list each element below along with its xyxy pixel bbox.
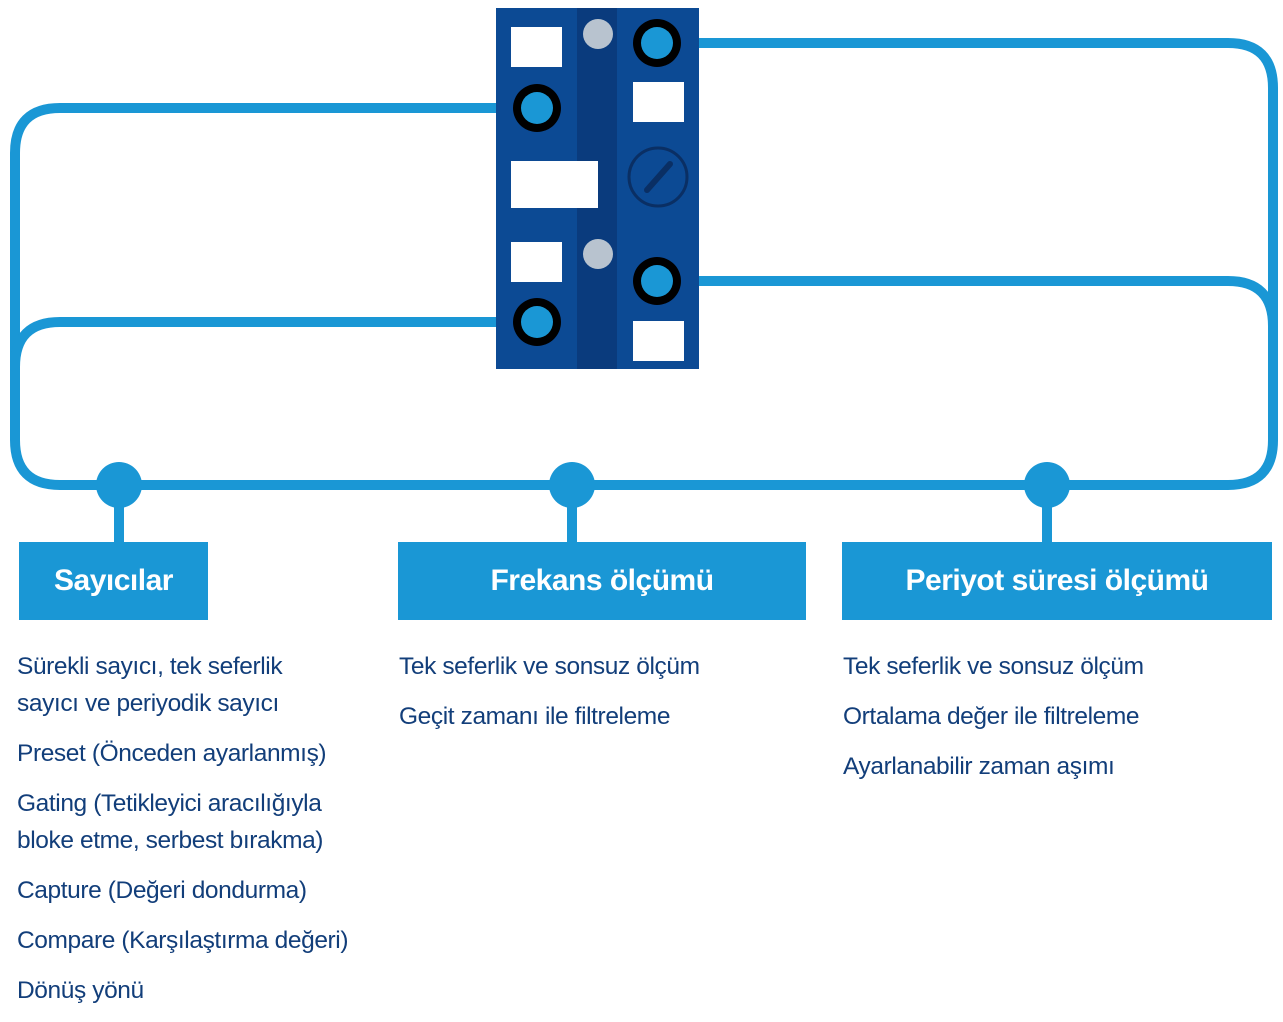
feature-list-periyot: Tek seferlik ve sonsuz ölçüm Ortalama de… — [843, 648, 1263, 798]
feature-list-frekans: Tek seferlik ve sonsuz ölçüm Geçit zaman… — [399, 648, 819, 748]
junction-node-periyot — [1024, 462, 1070, 508]
feature-item: Compare (Karşılaştırma değeri) — [17, 927, 349, 954]
status-led-bottom-icon — [583, 239, 613, 269]
feature-item: Tek seferlik ve sonsuz ölçüm — [399, 653, 700, 680]
feature-item: Ortalama değer ile filtreleme — [843, 703, 1140, 730]
feature-item: Gating (Tetikleyici aracılığıyla bloke e… — [17, 790, 324, 854]
label-plate — [511, 161, 598, 208]
connector-in-2[interactable] — [513, 298, 561, 346]
label-plate — [633, 82, 684, 122]
feature-item: Capture (Değeri dondurma) — [17, 877, 307, 904]
connector-out-1[interactable] — [633, 19, 681, 67]
label-plate — [511, 27, 562, 67]
label-plate — [633, 321, 684, 361]
feature-item: Preset (Önceden ayarlanmış) — [17, 740, 327, 767]
feature-item: Sürekli sayıcı, tek seferlik sayıcı ve p… — [17, 653, 283, 717]
wire-left-inner — [10, 317, 542, 372]
wire-left-outer — [10, 38, 1278, 490]
connector-in-1[interactable] — [513, 84, 561, 132]
status-led-top-icon — [583, 19, 613, 49]
junction-nodes — [96, 462, 1070, 508]
feature-list-sayicilar: Sürekli sayıcı, tek seferlik sayıcı ve p… — [17, 648, 392, 1022]
category-title-frekans: Frekans ölçümü — [490, 564, 714, 597]
rotary-switch-icon[interactable] — [627, 146, 689, 208]
feature-item: Tek seferlik ve sonsuz ölçüm — [843, 653, 1144, 680]
connector-out-2[interactable] — [633, 257, 681, 305]
junction-node-frekans — [549, 462, 595, 508]
category-title-periyot: Periyot süresi ölçümü — [905, 564, 1209, 597]
wire-right-inner — [652, 276, 1278, 331]
label-plate — [511, 242, 562, 282]
category-box-sayicilar: Sayıcılar — [19, 542, 208, 620]
junction-node-sayicilar — [96, 462, 142, 508]
io-module — [496, 8, 699, 369]
feature-item: Geçit zamanı ile filtreleme — [399, 703, 671, 730]
category-box-periyot: Periyot süresi ölçümü — [842, 542, 1272, 620]
category-title-sayicilar: Sayıcılar — [54, 564, 173, 597]
feature-item: Dönüş yönü — [17, 977, 144, 1004]
category-box-frekans: Frekans ölçümü — [398, 542, 806, 620]
feature-item: Ayarlanabilir zaman aşımı — [843, 753, 1115, 780]
